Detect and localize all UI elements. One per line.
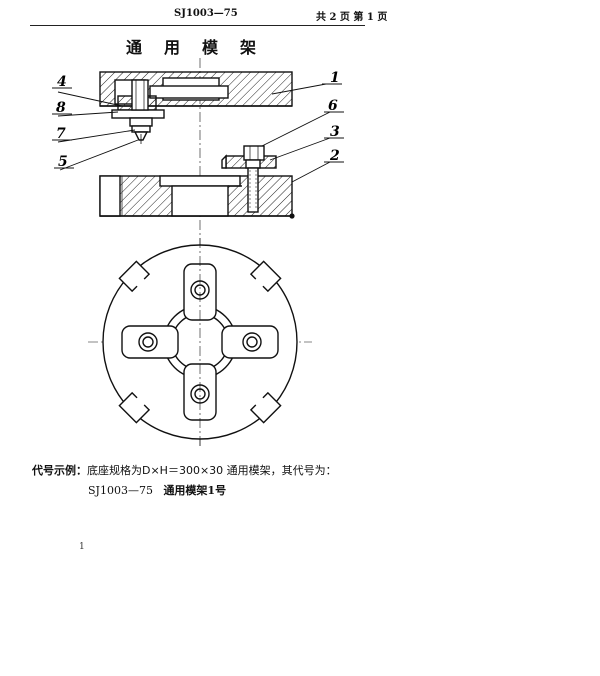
example-text: 底座规格为D×H＝300×30 通用模架，其代号为： [87,464,337,477]
base-plate [99,175,293,217]
header-rule [30,25,365,26]
plan-view [88,238,312,446]
callout-5: 5 [58,154,68,170]
section-view [52,58,344,448]
leader-lines [52,83,344,183]
callout-7: 7 [56,126,66,142]
example-code-name: 通用模架1号 [163,484,227,497]
reference-dot [289,213,295,219]
page-info: 共 2 页 第 1 页 [316,12,388,23]
callout-1: 1 [330,70,340,86]
right-clamp-assembly [221,145,277,213]
technical-drawing: 1 6 3 2 4 8 7 5 [52,58,344,448]
t-slots [118,260,282,424]
example-code: SJ1003—75 [88,484,153,497]
example-line: 代号示例：底座规格为D×H＝300×30 通用模架，其代号为： [32,462,337,478]
example-code-line: SJ1003—75 通用模架1号 [88,482,226,498]
page-title: 通用模架 [126,38,279,57]
callout-6: 6 [328,98,338,114]
callout-8: 8 [56,100,66,116]
callout-2: 2 [329,148,340,164]
left-clamp-assembly [111,79,165,144]
callout-labels: 1 6 3 2 4 8 7 5 [56,70,340,170]
standard-number: SJ1003—75 [174,8,238,19]
page-mark: 1 [79,542,85,552]
callout-4: 4 [57,74,67,90]
callout-3: 3 [330,124,340,140]
example-label: 代号示例： [32,464,87,477]
